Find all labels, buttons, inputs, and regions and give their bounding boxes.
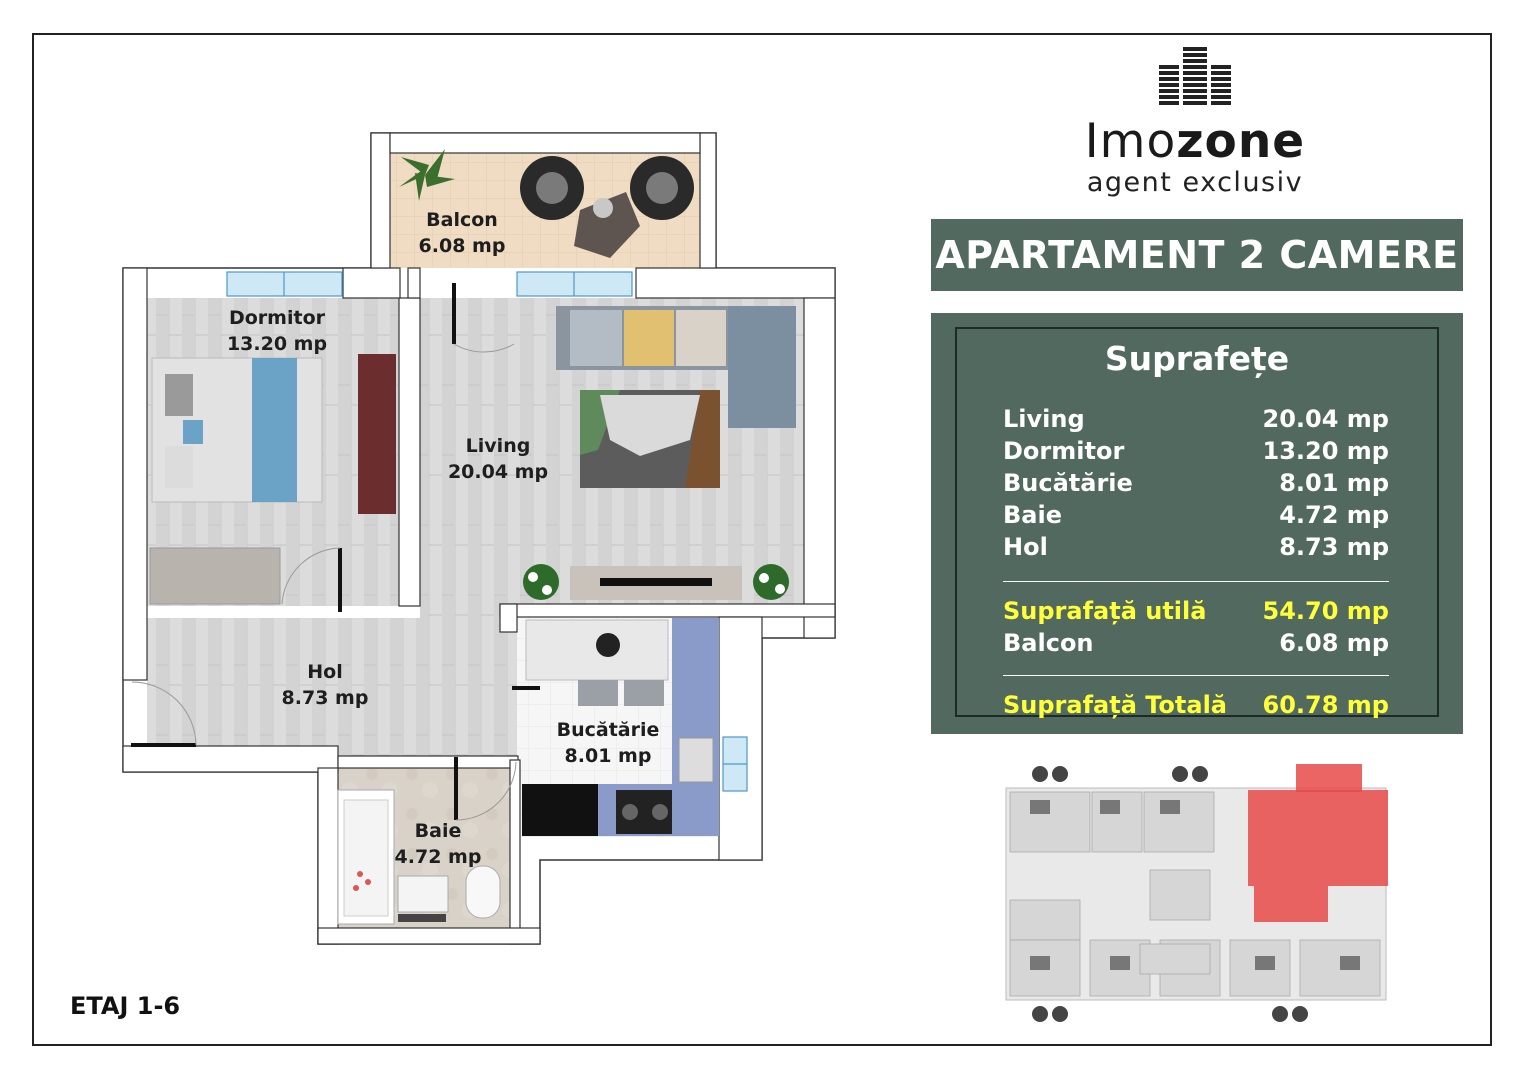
floor-plan: [122, 132, 836, 945]
area-value: 13.20 mp: [1262, 437, 1389, 465]
room-area: 13.20 mp: [226, 333, 328, 355]
building-key-plan: [1005, 764, 1388, 1022]
divider: [1003, 581, 1389, 582]
room-name: Baie: [414, 820, 462, 842]
room-label-baie: Baie 4.72 mp: [395, 818, 482, 870]
brand-tagline: agent exclusiv: [1086, 167, 1304, 198]
areas-heading: Suprafețe: [1104, 339, 1290, 378]
page-frame: [32, 33, 1492, 1046]
room-label-bucatarie: Bucătărie 8.01 mp: [557, 717, 660, 769]
brand-logo: Imozone agent exclusiv: [1060, 45, 1330, 198]
room-name: Bucătărie: [556, 719, 660, 741]
area-row-balcon: Balcon 6.08 mp: [1003, 629, 1389, 659]
area-name: Living: [1003, 405, 1085, 433]
area-name: Baie: [1003, 501, 1062, 529]
kitchen-furniture: [522, 618, 719, 836]
room-name: Hol: [307, 661, 343, 683]
bathroom-furniture: [337, 789, 501, 925]
brand-name-bold: zone: [1176, 114, 1306, 169]
room-area: 8.73 mp: [281, 687, 369, 709]
buildings-icon: [1159, 47, 1231, 105]
area-row-living: Living 20.04 mp: [1003, 405, 1389, 435]
area-row-dormitor: Dormitor 13.20 mp: [1003, 437, 1389, 467]
bedroom-furniture: [149, 354, 396, 605]
room-label-dormitor: Dormitor 13.20 mp: [227, 305, 327, 357]
room-label-balcon: Balcon 6.08 mp: [419, 207, 506, 259]
area-value: 20.04 mp: [1262, 405, 1389, 433]
area-value: 8.01 mp: [1279, 469, 1389, 497]
area-name: Suprafață utilă: [1003, 597, 1207, 625]
room-area: 8.01 mp: [564, 745, 652, 767]
area-row-bucatarie: Bucătărie 8.01 mp: [1003, 469, 1389, 499]
area-value: 54.70 mp: [1262, 597, 1389, 625]
selected-unit-highlight: [1248, 764, 1388, 922]
balcony-furniture: [399, 149, 694, 258]
area-name: Hol: [1003, 533, 1048, 561]
areas-frame: Suprafețe Living 20.04 mp Dormitor 13.20…: [955, 327, 1439, 719]
area-name: Dormitor: [1003, 437, 1125, 465]
area-row-total: Suprafață Totală 60.78 mp: [1003, 691, 1389, 721]
divider: [1003, 675, 1389, 676]
room-label-hol: Hol 8.73 mp: [282, 659, 369, 711]
area-value: 8.73 mp: [1279, 533, 1389, 561]
room-label-living: Living 20.04 mp: [448, 433, 548, 485]
brand-name: Imozone: [1060, 117, 1330, 167]
floor-label: ETAJ 1-6: [70, 992, 181, 1020]
area-name: Balcon: [1003, 629, 1094, 657]
brand-name-light: Imo: [1084, 114, 1177, 169]
area-row-baie: Baie 4.72 mp: [1003, 501, 1389, 531]
room-area: 6.08 mp: [418, 235, 506, 257]
area-row-useful: Suprafață utilă 54.70 mp: [1003, 597, 1389, 627]
room-area: 20.04 mp: [447, 461, 549, 483]
areas-panel: Suprafețe Living 20.04 mp Dormitor 13.20…: [931, 313, 1463, 734]
room-name: Living: [465, 435, 531, 457]
area-name: Suprafață Totală: [1003, 691, 1228, 719]
area-row-hol: Hol 8.73 mp: [1003, 533, 1389, 563]
area-value: 4.72 mp: [1279, 501, 1389, 529]
area-name: Bucătărie: [1003, 469, 1133, 497]
room-name: Balcon: [426, 209, 498, 231]
apartment-title: APARTAMENT 2 CAMERE: [931, 219, 1463, 291]
room-name: Dormitor: [228, 307, 325, 329]
area-value: 60.78 mp: [1262, 691, 1389, 719]
area-value: 6.08 mp: [1279, 629, 1389, 657]
room-area: 4.72 mp: [394, 846, 482, 868]
living-furniture: [523, 306, 796, 600]
